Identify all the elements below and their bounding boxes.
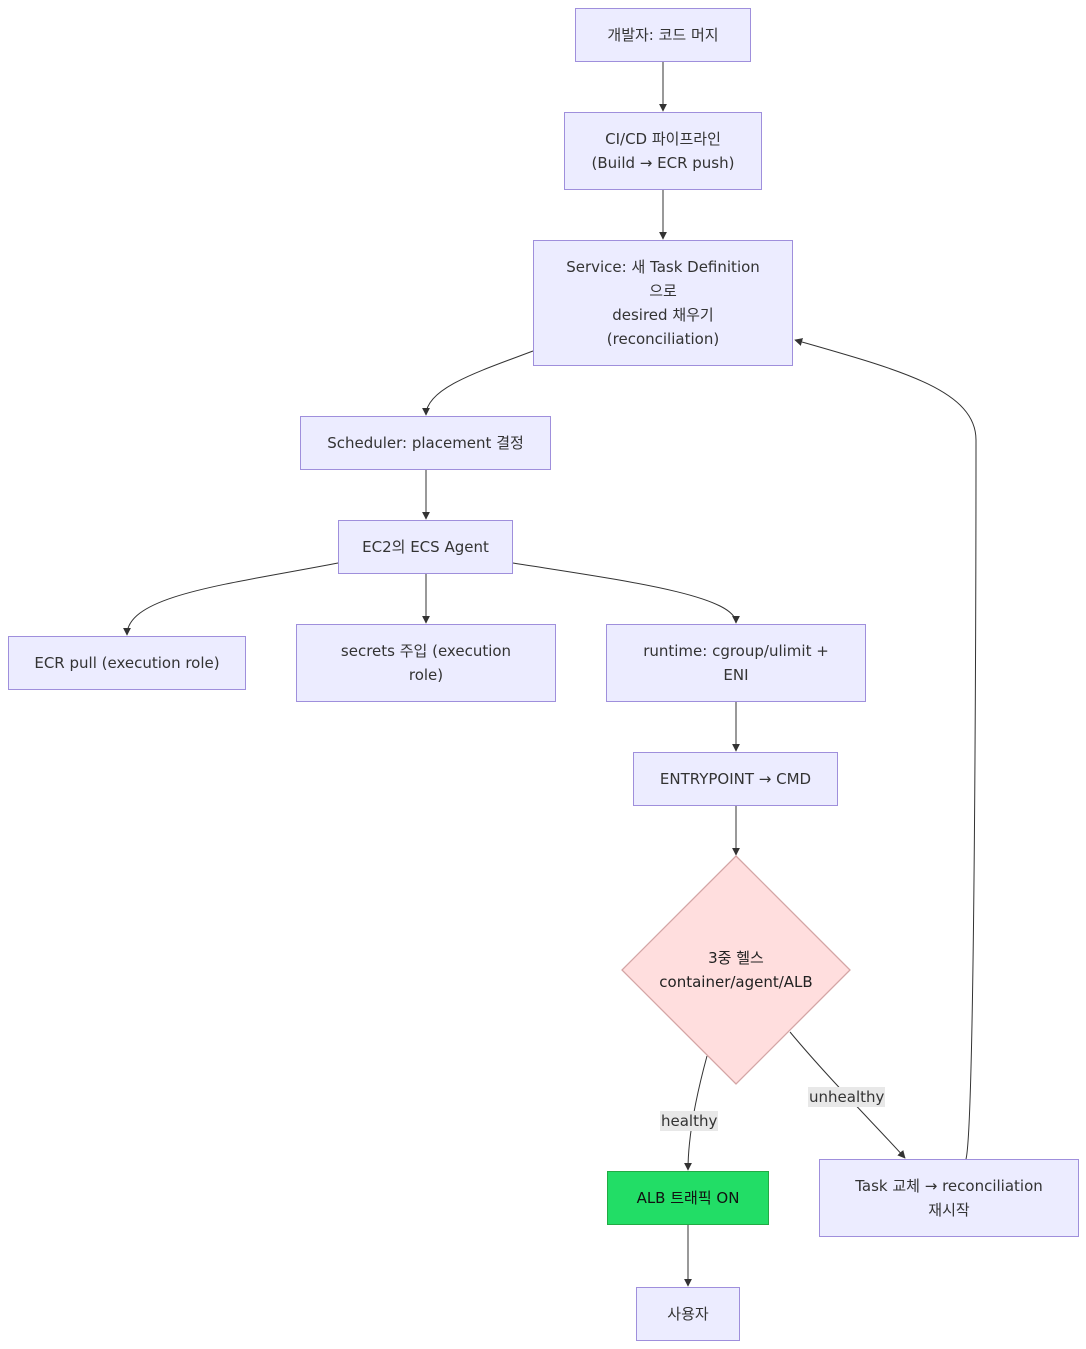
health-decision-diamond — [621, 855, 851, 1085]
edge-agent-to-runtime — [512, 562, 740, 624]
node-ecr-pull: ECR pull (execution role) — [8, 636, 246, 690]
node-scheduler: Scheduler: placement 결정 — [300, 416, 551, 470]
edge-label-unhealthy: unhealthy — [808, 1087, 886, 1107]
node-secrets-injection: secrets 주입 (execution role) — [296, 624, 556, 702]
node-entrypoint-cmd: ENTRYPOINT → CMD — [633, 752, 838, 806]
edge-service-to-scheduler — [422, 350, 534, 416]
node-task-replace: Task 교체 → reconciliation 재시작 — [819, 1159, 1079, 1237]
node-code-merge: 개발자: 코드 머지 — [575, 8, 751, 62]
edge-replace-to-service — [794, 338, 977, 1160]
node-cicd-pipeline: CI/CD 파이프라인 (Build → ECR push) — [564, 112, 762, 190]
node-user: 사용자 — [636, 1287, 740, 1341]
edge-agent-to-ecr-pull — [123, 562, 339, 636]
node-service-reconciliation: Service: 새 Task Definition 으로 desired 채우… — [533, 240, 793, 366]
edge-label-healthy: healthy — [660, 1111, 719, 1131]
node-runtime: runtime: cgroup/ulimit + ENI — [606, 624, 866, 702]
node-ecs-agent: EC2의 ECS Agent — [338, 520, 513, 574]
node-alb-traffic-on: ALB 트래픽 ON — [607, 1171, 769, 1225]
